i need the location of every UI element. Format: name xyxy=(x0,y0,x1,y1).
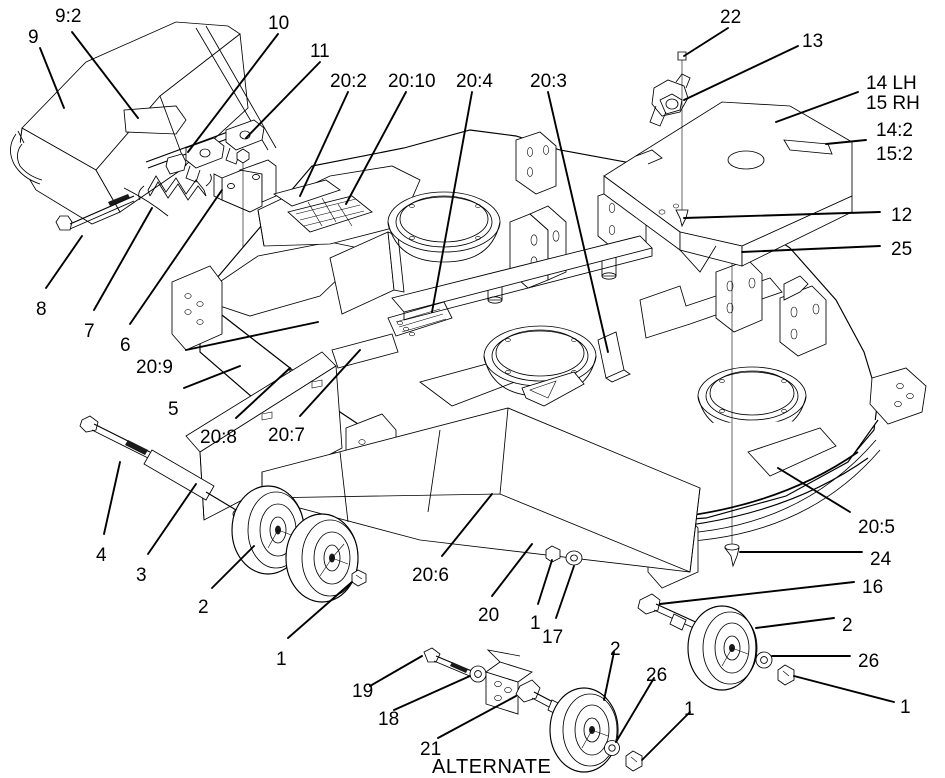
callout-c8: 8 xyxy=(36,299,47,320)
callout-c25: 25 xyxy=(891,239,913,260)
callout-c15rh: 15 RH xyxy=(866,93,920,114)
part-13-latch xyxy=(649,73,691,127)
callout-c1b: 1 xyxy=(530,613,541,634)
spindle-housing-center xyxy=(483,325,597,397)
callout-c20: 20 xyxy=(478,605,500,626)
part-8-carriage-bolt xyxy=(55,194,135,231)
part-24-bolt-drop xyxy=(724,252,740,568)
callout-c11: 11 xyxy=(310,41,330,62)
callout-c20_10: 20:10 xyxy=(388,71,436,92)
callout-c15_2: 15:2 xyxy=(876,144,913,165)
callout-c20_8: 20:8 xyxy=(200,427,237,448)
callout-c20_5: 20:5 xyxy=(858,517,895,538)
part-9-discharge-cover xyxy=(10,21,277,225)
callout-c10: 10 xyxy=(268,13,290,34)
callout-c16: 16 xyxy=(862,577,884,598)
callout-c17: 17 xyxy=(542,627,564,648)
callout-c1d: 1 xyxy=(900,697,911,718)
part-22-bolt xyxy=(675,51,689,228)
callout-c19: 19 xyxy=(352,681,374,702)
callout-c21: 21 xyxy=(420,739,442,760)
callout-c1a: 1 xyxy=(276,649,287,670)
part-16-right-wheel-bolt xyxy=(637,593,701,631)
callout-c20_7: 20:7 xyxy=(268,425,305,446)
callout-c2a: 2 xyxy=(198,597,209,618)
callout-c12: 12 xyxy=(891,205,913,226)
part-3-4-roller-arm xyxy=(79,415,248,520)
part-7-extension-spring xyxy=(138,173,212,201)
part-20-6-front-skirt xyxy=(261,407,701,573)
callout-c26a: 26 xyxy=(646,665,668,686)
part-6-u-bracket xyxy=(213,159,277,213)
callout-c14_2: 14:2 xyxy=(876,120,913,141)
callout-c20_3: 20:3 xyxy=(530,71,567,92)
callout-calt: ALTERNATE xyxy=(432,756,552,778)
hardware-bottom-center xyxy=(545,545,583,566)
callout-c1c: 1 xyxy=(684,699,695,720)
callout-c20_4: 20:4 xyxy=(456,71,493,92)
callout-c24: 24 xyxy=(870,549,892,570)
part-26-washer-right xyxy=(755,651,773,669)
alternate-bracket-assembly xyxy=(423,647,643,773)
leader-lines xyxy=(39,27,895,761)
callout-c7: 7 xyxy=(84,321,95,342)
callout-c18: 18 xyxy=(378,709,400,730)
callout-c26b: 26 xyxy=(858,651,880,672)
callout-c9_2: 9:2 xyxy=(55,6,82,27)
callout-c14lh: 14 LH xyxy=(866,73,917,94)
callout-c22: 22 xyxy=(720,7,742,28)
callout-c20_9: 20:9 xyxy=(136,357,173,378)
callout-c6: 6 xyxy=(120,335,131,356)
callout-c20_6: 20:6 xyxy=(412,565,449,586)
callout-c13: 13 xyxy=(802,31,824,52)
callout-c2c: 2 xyxy=(842,615,853,636)
callout-c4: 4 xyxy=(96,545,107,566)
spindle-housing-left xyxy=(387,191,501,263)
part-1-locknut-left xyxy=(351,569,367,587)
callout-c9: 9 xyxy=(28,27,39,48)
part-2-gauge-wheel-left-b xyxy=(285,513,359,603)
callout-c2b: 2 xyxy=(610,639,621,660)
callout-c20_2: 20:2 xyxy=(330,71,367,92)
part-1-locknut-right xyxy=(777,664,795,686)
callout-c3: 3 xyxy=(136,565,147,586)
part-2-gauge-wheel-right xyxy=(687,605,758,691)
callout-c5: 5 xyxy=(168,399,179,420)
